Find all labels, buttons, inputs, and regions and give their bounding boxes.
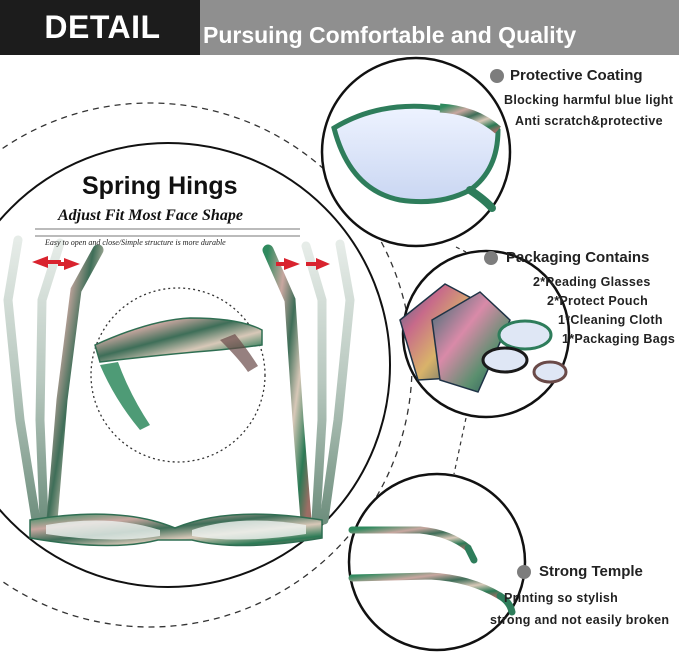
packaging-title: Packaging Contains bbox=[506, 249, 650, 266]
header-badge-bar bbox=[0, 0, 200, 55]
left-temples bbox=[3, 235, 104, 526]
coating-line-1: Blocking harmful blue light bbox=[504, 93, 674, 107]
temple-line-1: Printing so stylish bbox=[504, 591, 619, 605]
coating-lens-image bbox=[331, 103, 501, 212]
temple-image bbox=[348, 526, 516, 616]
hinge-detail-image bbox=[94, 317, 263, 430]
header-badge: DETAIL bbox=[44, 9, 161, 45]
temple-line-2: strong and not easily broken bbox=[490, 613, 670, 627]
spring-note: Easy to open and close/Simple structure … bbox=[45, 238, 226, 247]
packaging-image bbox=[399, 283, 568, 393]
coating-title: Protective Coating bbox=[510, 67, 643, 84]
temple-circle bbox=[347, 472, 527, 652]
right-temples bbox=[262, 239, 355, 526]
header-tagline-bar bbox=[196, 0, 679, 55]
hinge-arrows bbox=[32, 256, 330, 270]
packaging-line-1: 2*Reading Glasses bbox=[533, 275, 651, 289]
packaging-line-4: 1*Packaging Bags bbox=[562, 332, 676, 346]
spring-subtitle: Adjust Fit Most Face Shape bbox=[58, 207, 243, 224]
temple-bullet bbox=[517, 565, 531, 579]
coating-bullet bbox=[490, 69, 504, 83]
front-frame bbox=[29, 513, 323, 547]
packaging-bullet bbox=[484, 251, 498, 265]
packaging-line-2: 2*Protect Pouch bbox=[547, 294, 649, 308]
coating-line-2: Anti scratch&protective bbox=[515, 114, 663, 128]
packaging-line-3: 1*Cleaning Cloth bbox=[558, 313, 663, 327]
header-tagline: Pursuing Comfortable and Quality bbox=[203, 22, 577, 48]
temple-title: Strong Temple bbox=[539, 563, 643, 580]
spring-title: Spring Hings bbox=[82, 172, 238, 200]
